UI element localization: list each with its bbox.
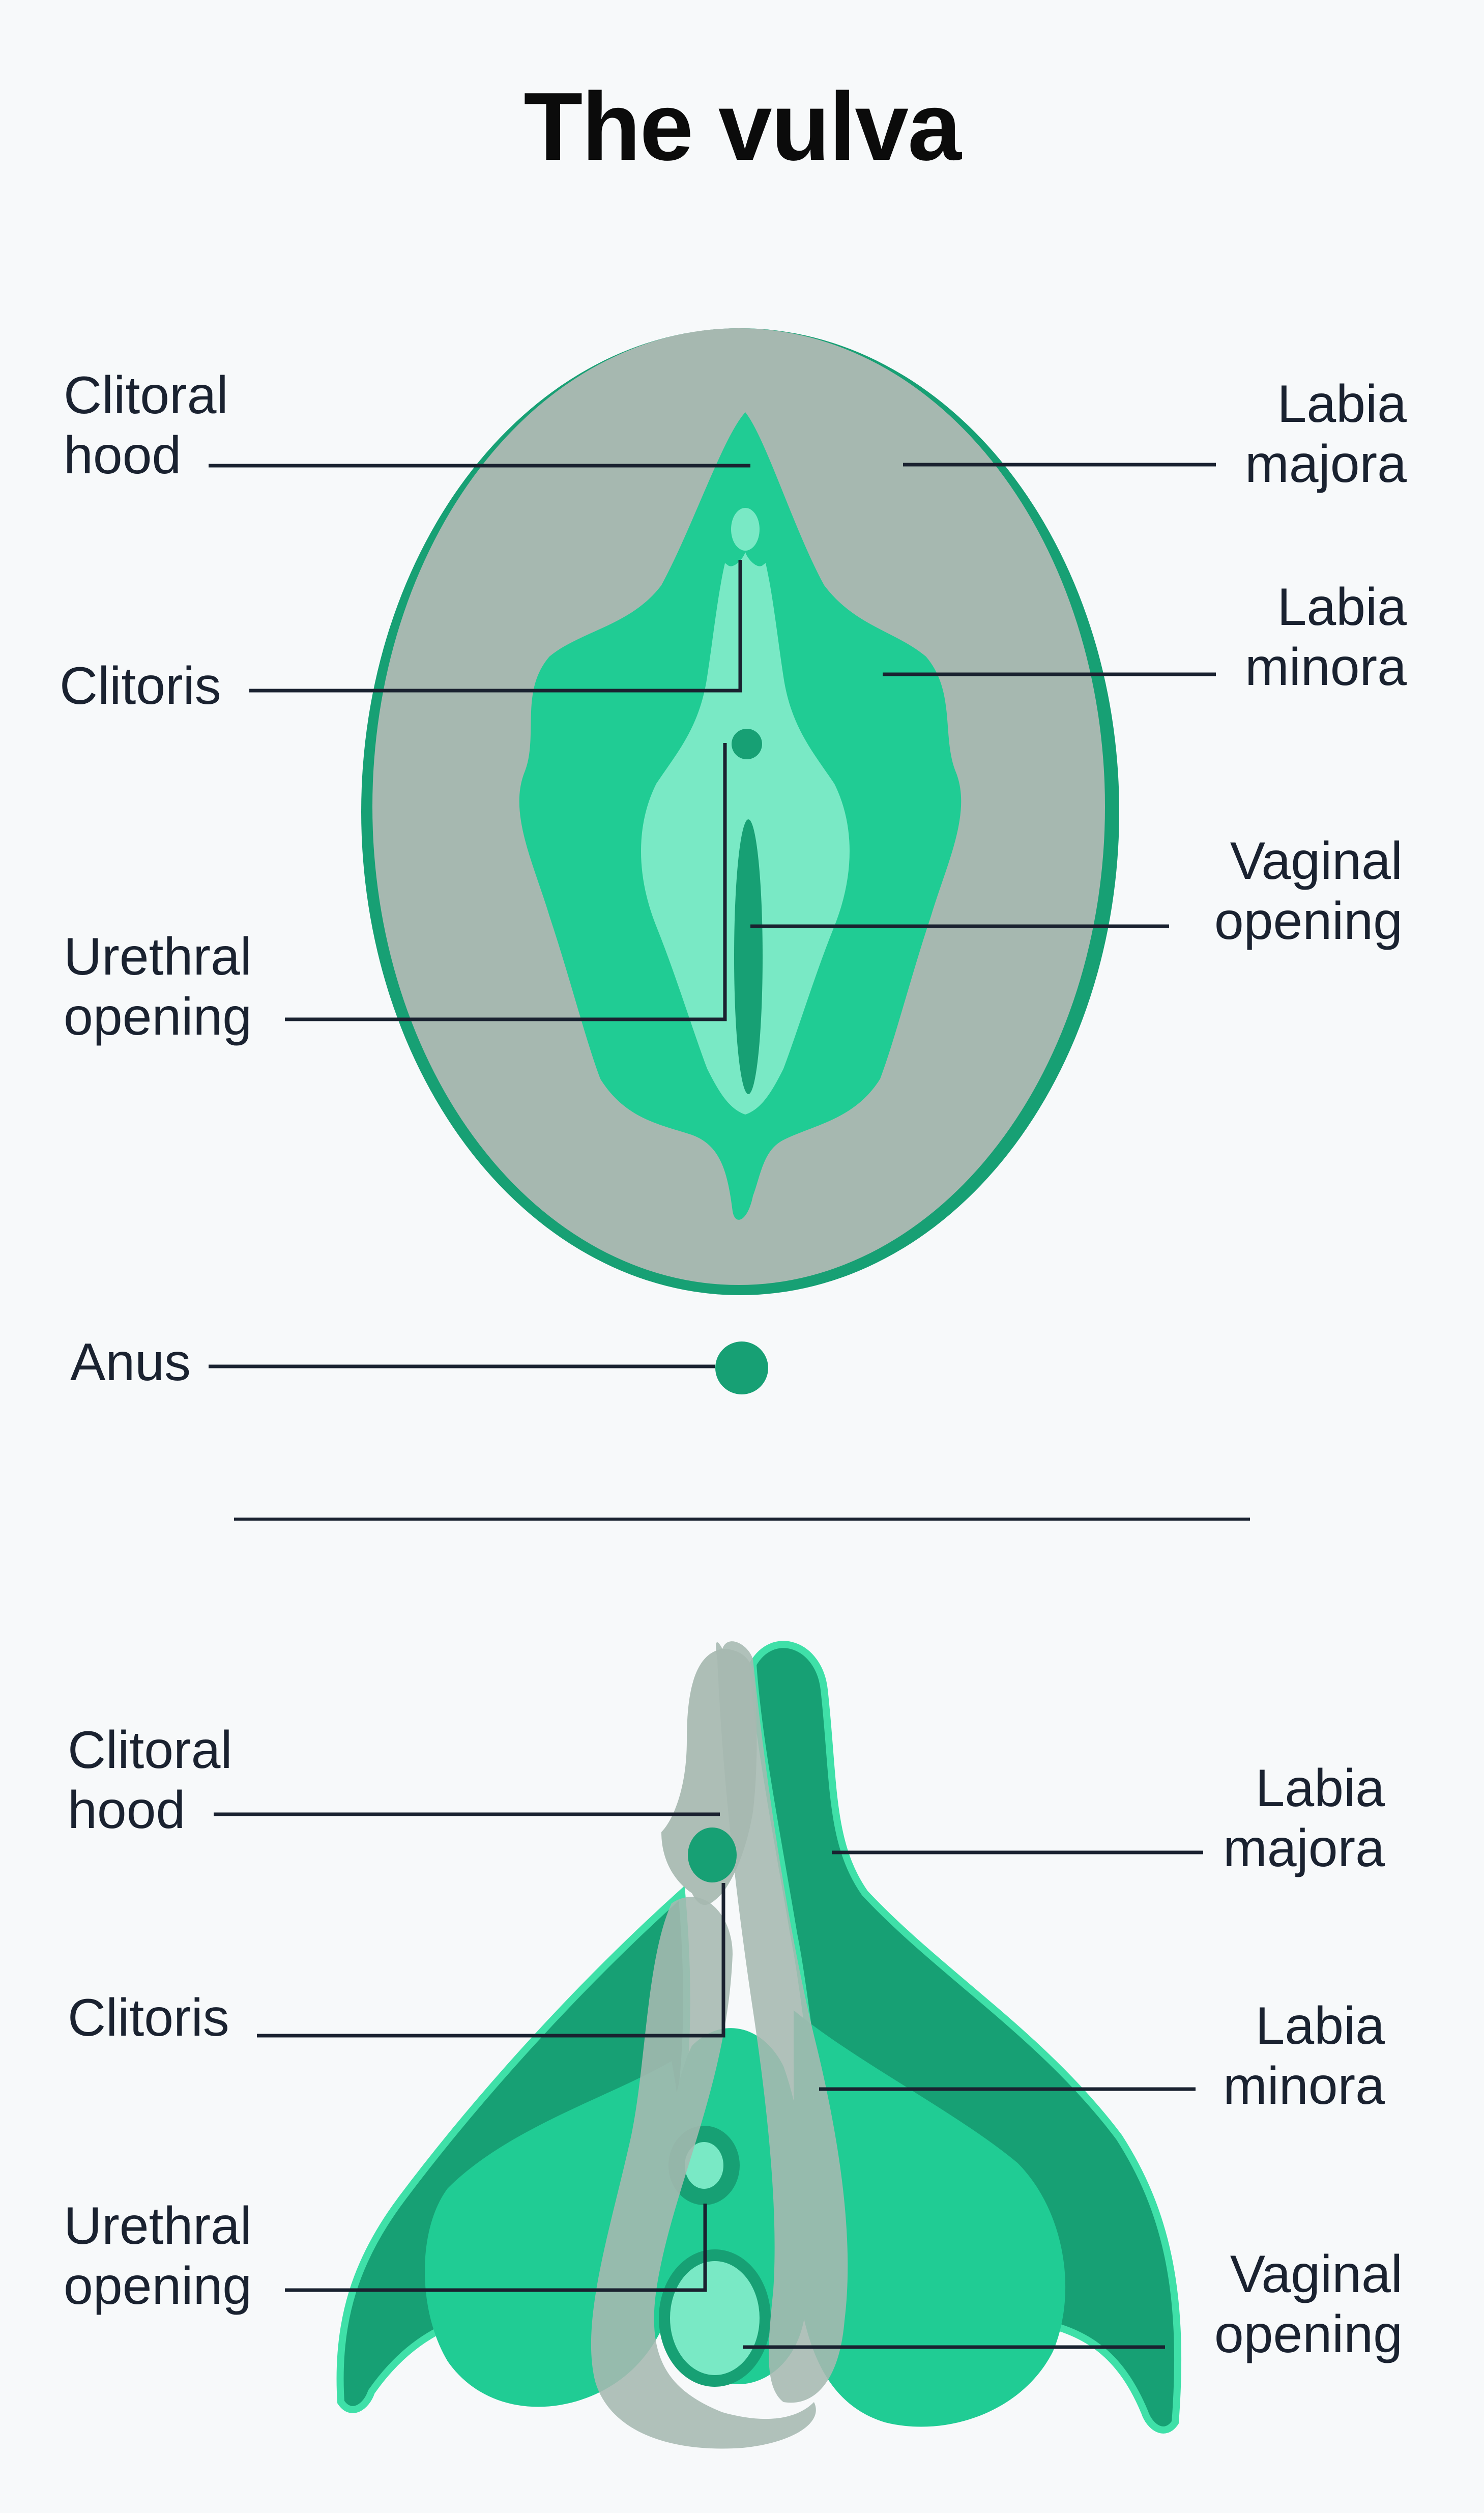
page-title: The vulva <box>523 73 961 181</box>
side-clitoris-shape <box>688 1827 737 1882</box>
side-label-labia-minora: Labia minora <box>1223 1996 1385 2116</box>
front-label-vaginal-opening: Vaginal opening <box>1214 832 1403 951</box>
front-clitoris-line <box>249 560 742 693</box>
vestibule-shape <box>641 514 850 1115</box>
side-label-clitoris: Clitoris <box>68 1988 229 2047</box>
side-view <box>214 1641 1203 2449</box>
front-label-labia-majora: Labia majora <box>1245 375 1407 494</box>
front-label-anus: Anus <box>70 1333 191 1392</box>
front-label-clitoris: Clitoris <box>60 656 221 716</box>
clitoris-shape <box>731 508 760 551</box>
anus-shape <box>715 1341 768 1394</box>
front-label-urethral-opening: Urethral opening <box>64 927 252 1046</box>
urethral-opening-shape <box>732 729 762 759</box>
side-urethral-opening <box>685 2142 723 2189</box>
side-label-vaginal-opening: Vaginal opening <box>1214 2245 1403 2364</box>
side-label-urethral-opening: Urethral opening <box>64 2196 252 2316</box>
side-label-clitoral-hood: Clitoral hood <box>68 1721 232 1840</box>
vaginal-opening-shape <box>734 819 763 1094</box>
side-clitoris-line <box>257 1883 725 2038</box>
side-leader-lines <box>214 1812 1203 2349</box>
front-leader-lines <box>209 463 1216 1368</box>
front-urethral-line <box>285 743 727 1021</box>
front-view <box>209 328 1216 1394</box>
labia-minora-lobe-right <box>794 2010 1066 2427</box>
front-label-clitoral-hood: Clitoral hood <box>64 366 228 485</box>
front-label-labia-minora: Labia minora <box>1245 578 1407 697</box>
side-urethral-line <box>285 2204 707 2292</box>
side-label-labia-majora: Labia majora <box>1223 1759 1385 1878</box>
side-vaginal-opening <box>670 2261 760 2375</box>
